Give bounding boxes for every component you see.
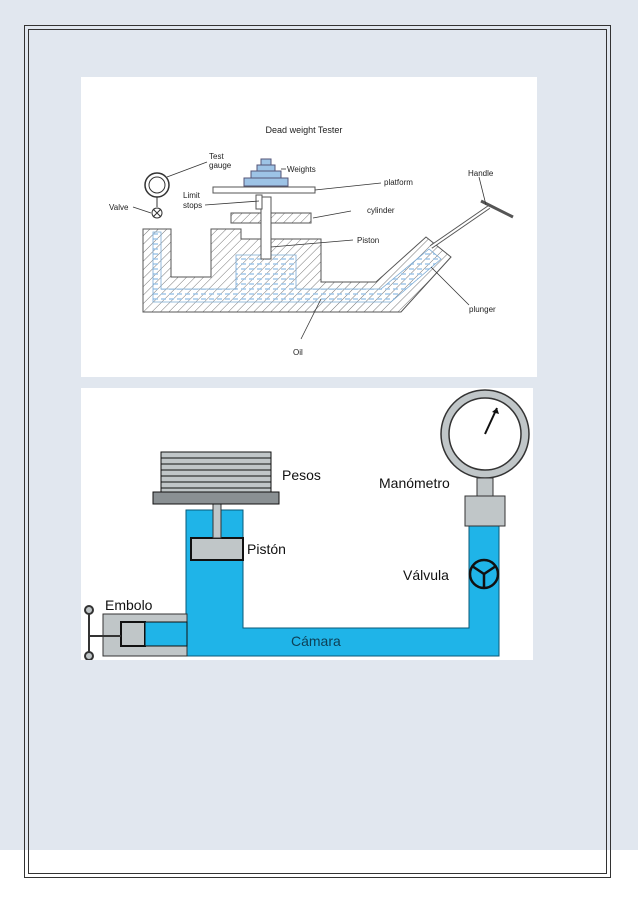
hydraulic-press-diagram: Pesos Manómetro Pistón Válvula Embolo Cá… <box>81 388 533 661</box>
label-handle: Handle <box>468 169 494 178</box>
plunger-handle <box>429 199 514 249</box>
dwt-title: Dead weight Tester <box>266 125 343 135</box>
limit-stop <box>255 194 263 210</box>
label-limit-stops-line1: Limit <box>183 191 201 200</box>
platform <box>212 186 316 194</box>
page-border-inner <box>28 29 607 874</box>
dead-weight-tester-svg: Dead weight Tester <box>109 125 514 357</box>
tester-body <box>142 228 452 313</box>
label-plunger: plunger <box>469 305 496 314</box>
oil-channel <box>152 231 442 303</box>
valvula-wheel <box>468 558 500 590</box>
label-embolo: Embolo <box>105 597 153 613</box>
embolo-plunger <box>120 621 146 647</box>
label-valve: Valve <box>109 203 129 212</box>
label-test-gauge-line2: gauge <box>209 161 232 170</box>
embolo-handle <box>84 605 121 661</box>
pesos-stack <box>152 451 280 505</box>
label-pesos: Pesos <box>282 467 321 483</box>
piston-rod <box>212 499 222 539</box>
test-gauge <box>144 172 170 219</box>
piston-block <box>190 537 244 561</box>
page-border-outer <box>24 25 611 878</box>
label-test-gauge-line1: Test <box>209 152 224 161</box>
label-weights: Weights <box>287 165 316 174</box>
label-manometro: Manómetro <box>379 475 450 491</box>
weights-stack <box>243 158 289 187</box>
label-piston: Pistón <box>247 541 286 557</box>
dead-weight-tester-diagram: Dead weight Tester <box>81 77 537 377</box>
label-piston: Piston <box>357 236 379 245</box>
label-camara: Cámara <box>291 633 341 649</box>
label-limit-stops-line2: stops <box>183 201 202 210</box>
label-platform: platform <box>384 178 413 187</box>
hydraulic-press-svg: Pesos Manómetro Pistón Válvula Embolo Cá… <box>84 389 530 661</box>
label-oil: Oil <box>293 348 303 357</box>
label-cylinder: cylinder <box>367 206 395 215</box>
leader-lines <box>132 161 487 340</box>
label-valvula: Válvula <box>403 567 449 583</box>
piston-rod <box>260 196 272 260</box>
manometro-gauge <box>440 389 530 527</box>
